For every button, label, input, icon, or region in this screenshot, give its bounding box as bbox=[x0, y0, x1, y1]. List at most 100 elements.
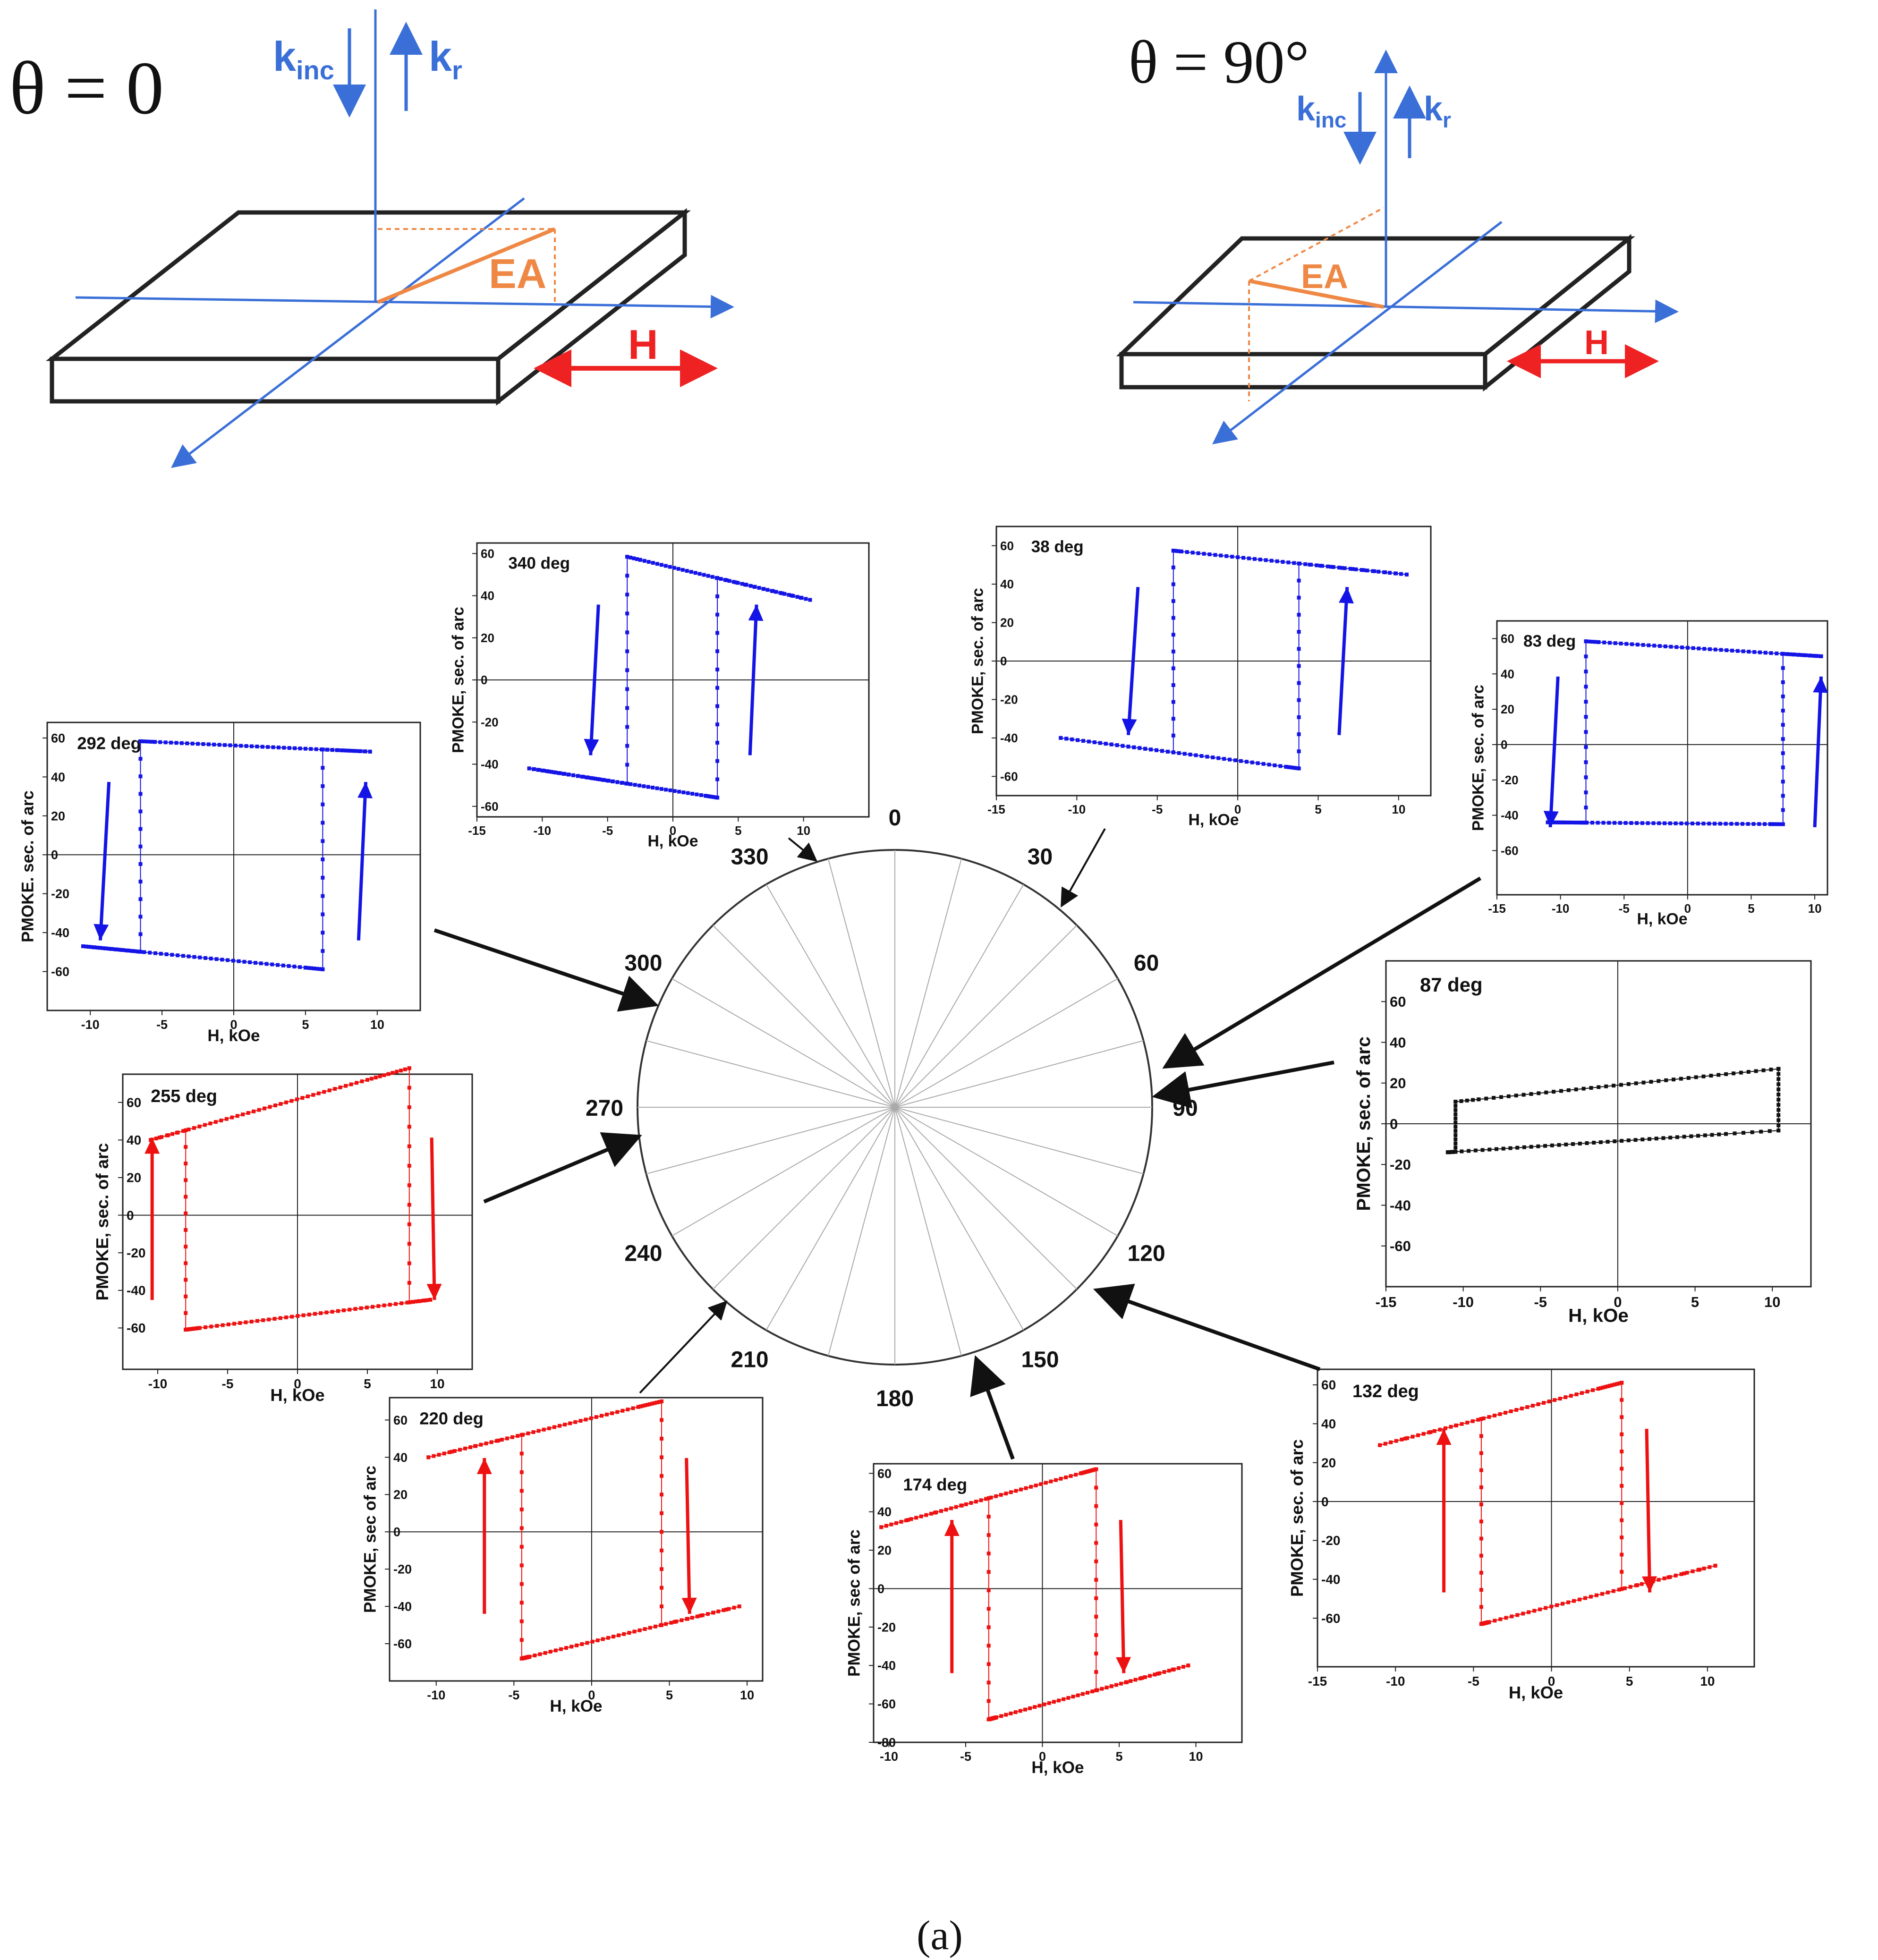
polar-tick-label: 120 bbox=[1128, 1241, 1165, 1266]
data-point bbox=[1620, 1501, 1624, 1505]
data-point bbox=[986, 1552, 991, 1556]
data-point bbox=[1775, 822, 1779, 826]
data-point bbox=[1037, 1704, 1042, 1708]
data-point bbox=[1173, 549, 1178, 553]
data-point bbox=[1480, 1148, 1485, 1152]
angle-label: 292 deg bbox=[77, 734, 141, 753]
data-point bbox=[1250, 760, 1254, 764]
data-point bbox=[1315, 563, 1319, 568]
data-point bbox=[184, 1178, 188, 1182]
data-point bbox=[295, 1097, 299, 1102]
data-point bbox=[1109, 1684, 1113, 1688]
data-point bbox=[347, 748, 351, 753]
data-point bbox=[1553, 1398, 1557, 1402]
data-point bbox=[1600, 1592, 1604, 1596]
data-point bbox=[1746, 1070, 1751, 1074]
data-point bbox=[1623, 1586, 1627, 1590]
data-point bbox=[595, 777, 600, 781]
data-point bbox=[591, 776, 595, 781]
data-point bbox=[575, 1643, 579, 1647]
data-point bbox=[1477, 1097, 1481, 1102]
data-point bbox=[505, 1436, 509, 1441]
data-point bbox=[138, 756, 143, 761]
data-point bbox=[1064, 737, 1069, 741]
data-point bbox=[1702, 1566, 1706, 1570]
data-point bbox=[1504, 1410, 1508, 1415]
data-point bbox=[1024, 1486, 1028, 1490]
sweep-direction-arrowhead bbox=[144, 1137, 160, 1154]
data-point bbox=[576, 774, 580, 778]
y-tick-label: -20 bbox=[1321, 1533, 1340, 1548]
data-point bbox=[660, 1511, 664, 1515]
data-point bbox=[1572, 1599, 1576, 1603]
y-tick-label: -60 bbox=[877, 1697, 896, 1711]
data-point bbox=[153, 740, 157, 744]
data-point bbox=[1009, 1490, 1013, 1494]
sweep-direction-arrow bbox=[430, 1137, 436, 1300]
data-point bbox=[986, 1607, 991, 1611]
data-point bbox=[1584, 730, 1588, 734]
data-point bbox=[1584, 775, 1588, 780]
data-point bbox=[399, 1069, 403, 1073]
data-point bbox=[589, 1416, 593, 1420]
data-point bbox=[184, 1195, 188, 1199]
angle-label: 38 deg bbox=[1031, 538, 1084, 556]
data-point bbox=[120, 948, 124, 952]
data-point bbox=[795, 595, 799, 599]
k-inc-label: kinc bbox=[1296, 90, 1347, 132]
data-point bbox=[95, 945, 100, 950]
data-point bbox=[303, 747, 307, 751]
data-point bbox=[1576, 821, 1581, 825]
data-point bbox=[230, 1115, 234, 1120]
data-point bbox=[330, 1310, 334, 1314]
data-point bbox=[1569, 1394, 1573, 1398]
data-point bbox=[1028, 1706, 1032, 1710]
data-point bbox=[1708, 647, 1712, 651]
data-point bbox=[1561, 1602, 1565, 1606]
data-point bbox=[386, 1072, 391, 1076]
data-point bbox=[204, 1325, 208, 1329]
data-point bbox=[1054, 1478, 1058, 1482]
data-point bbox=[1066, 1696, 1071, 1700]
data-point bbox=[1538, 1607, 1542, 1612]
data-point bbox=[1635, 821, 1639, 825]
y-tick-label: -20 bbox=[1501, 773, 1519, 787]
data-point bbox=[986, 1662, 991, 1666]
x-tick-label: -15 bbox=[468, 823, 486, 838]
data-point bbox=[762, 587, 766, 591]
data-point bbox=[1620, 1553, 1624, 1557]
data-point bbox=[1119, 1681, 1123, 1686]
data-point bbox=[1781, 666, 1785, 670]
x-tick-label: -10 bbox=[1552, 901, 1570, 916]
data-point bbox=[270, 962, 274, 967]
x-axis-line bbox=[75, 295, 734, 319]
data-point bbox=[407, 1203, 411, 1207]
sweep-direction-arrow bbox=[98, 781, 111, 941]
y-axis-label: PMOKE, sec. of arc bbox=[1287, 1439, 1307, 1597]
x-tick-label: -10 bbox=[427, 1688, 445, 1702]
data-point bbox=[672, 789, 677, 793]
data-point bbox=[1663, 821, 1667, 825]
data-point bbox=[625, 706, 629, 710]
data-point bbox=[612, 1635, 615, 1639]
y-tick-label: 60 bbox=[1321, 1378, 1336, 1392]
data-point bbox=[655, 562, 659, 566]
y-tick-label: 0 bbox=[1321, 1494, 1329, 1509]
data-point bbox=[1094, 1614, 1098, 1619]
data-point bbox=[716, 1609, 721, 1613]
data-point bbox=[138, 774, 143, 779]
data-point bbox=[296, 1314, 300, 1318]
data-point bbox=[1607, 821, 1611, 825]
data-point bbox=[1758, 650, 1762, 654]
data-point bbox=[1171, 683, 1175, 687]
data-point bbox=[1348, 567, 1352, 571]
data-point bbox=[145, 739, 150, 744]
data-point bbox=[450, 1450, 454, 1454]
data-point bbox=[894, 1521, 898, 1525]
data-point bbox=[395, 1069, 399, 1074]
x-axis-label: H, kOe bbox=[1031, 1758, 1084, 1777]
data-point bbox=[1592, 1140, 1596, 1145]
y-axis-label: PMOKE, sec of arc bbox=[845, 1529, 863, 1677]
x-axis-label: H, kOe bbox=[550, 1697, 602, 1715]
data-point bbox=[407, 1300, 411, 1305]
